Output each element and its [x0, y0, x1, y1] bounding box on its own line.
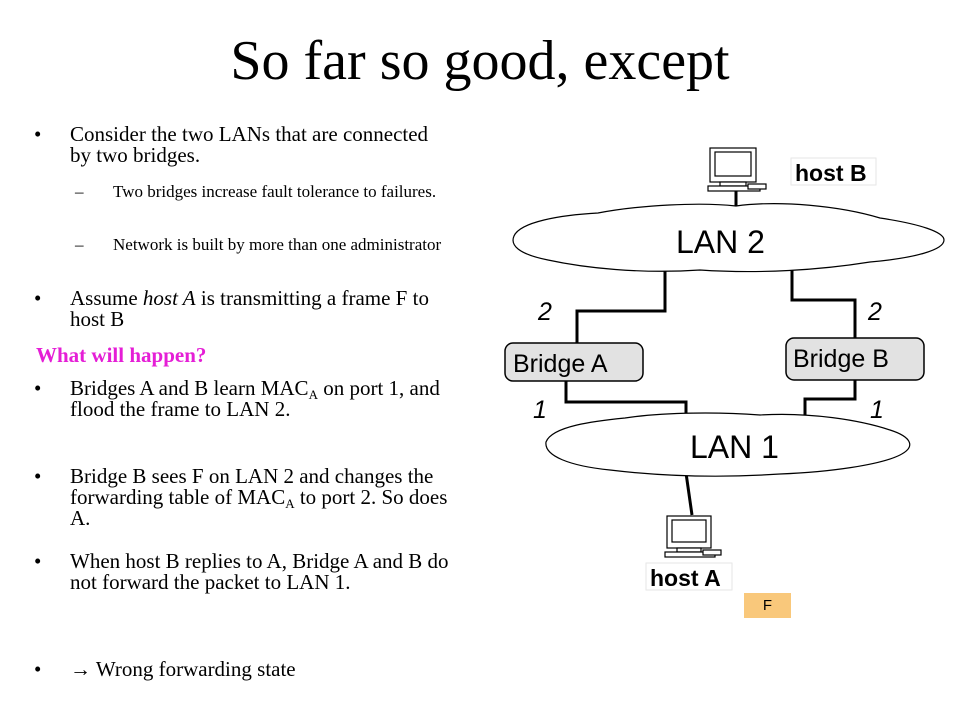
bullet-dot: •: [34, 286, 42, 310]
bullet-dot: •: [34, 376, 42, 400]
bullet-dot: •: [34, 464, 42, 488]
bridge-b-label: Bridge B: [793, 345, 889, 373]
host-b-label-box: [790, 157, 877, 186]
dash-marker: –: [75, 182, 84, 201]
bridge-b-box: [785, 337, 925, 381]
sub-bullet-text: Network is built by more than one admini…: [113, 235, 442, 254]
port-label-b-bottom: 1: [870, 396, 884, 424]
port-label-b-top: 2: [867, 298, 882, 326]
lan2-label: LAN 2: [676, 224, 765, 260]
bullet-text-post: to port 2. So does A.: [70, 485, 448, 530]
dash-marker: –: [75, 235, 84, 254]
host-a-link: [684, 472, 694, 516]
bullet-dot: •: [34, 122, 42, 146]
host-a-label-box: [645, 562, 733, 591]
bullet-host-b-replies: • When host B replies to A, Bridge A and…: [34, 549, 460, 594]
bullet-two-lans: • Consider the two LANs that are connect…: [34, 122, 450, 167]
bullet-learn-mac: • Bridges A and B learn MACA on port 1, …: [34, 376, 440, 421]
port-label-a-bottom: 1: [533, 396, 547, 424]
bullet-host-a-transmitting: • Assume host A is transmitting a frame …: [34, 286, 430, 331]
host-a-computer-icon: [664, 515, 722, 558]
frame-f-label: F: [744, 593, 791, 618]
slide-title: So far so good, except: [230, 30, 730, 92]
host-a-italic: host A: [142, 286, 196, 310]
port-label-a-top: 2: [537, 298, 552, 326]
bullet-dot: •: [34, 657, 42, 681]
bullet-text: Consider the two LANs that are connected…: [70, 122, 429, 167]
bullet-text-pre: Bridge B sees F on LAN 2 and changes the…: [70, 464, 434, 509]
lan2-cloud: [512, 203, 945, 273]
sub-bullet-fault-tolerance: – Two bridges increase fault tolerance t…: [75, 182, 473, 201]
lan1-cloud: [545, 412, 911, 477]
bridge-b-port1-link: [803, 380, 857, 418]
bridge-a-box: [504, 342, 644, 382]
bridge-a-port1-link: [564, 381, 688, 418]
sub-bullet-administrator: – Network is built by more than one admi…: [75, 235, 473, 254]
bullet-text: When host B replies to A, Bridge A and B…: [70, 549, 449, 594]
bullet-text-post: on port 1, and flood the frame to LAN 2.: [70, 376, 440, 421]
mac-subscript: A: [285, 496, 295, 511]
host-a-label: host A: [650, 565, 721, 591]
bullet-text-post: is transmitting a frame F to host B: [70, 286, 429, 331]
mac-subscript: A: [308, 387, 318, 402]
host-b-computer-icon: [707, 147, 767, 192]
bridge-a-port2-link: [575, 268, 667, 347]
bridge-b-port2-link: [790, 268, 857, 338]
bullet-bridge-b-sees: • Bridge B sees F on LAN 2 and changes t…: [34, 464, 455, 530]
what-will-happen: What will happen?: [36, 343, 207, 367]
host-b-label: host B: [795, 160, 867, 186]
bullet-dot: •: [34, 549, 42, 573]
bridge-a-label: Bridge A: [513, 350, 608, 378]
bullet-text-pre: Assume: [70, 286, 143, 310]
bullet-wrong-forwarding: • → Wrong forwarding state: [34, 657, 450, 681]
bullet-text: → Wrong forwarding state: [70, 657, 296, 681]
lan1-label: LAN 1: [690, 429, 779, 465]
bullet-text-pre: Bridges A and B learn MAC: [70, 376, 309, 400]
sub-bullet-text: Two bridges increase fault tolerance to …: [113, 182, 437, 201]
